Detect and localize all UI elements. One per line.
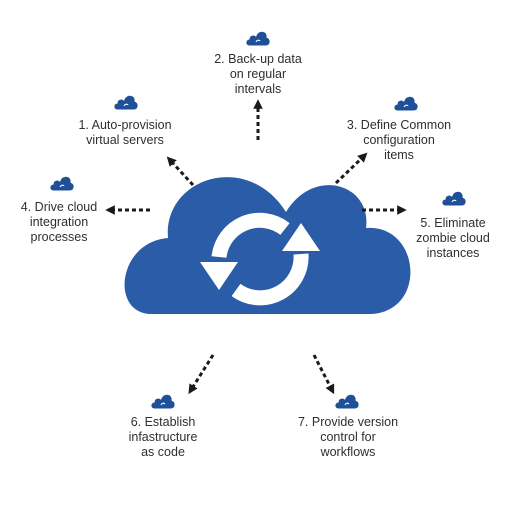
- label-3-line-2: configuration: [363, 133, 435, 147]
- label-6-line-1: 6. Establish: [130, 415, 196, 429]
- label-3-line-3: items: [384, 148, 414, 162]
- label-7-line-3: workflows: [320, 445, 376, 459]
- label-7-line-2: control for: [320, 430, 376, 444]
- label-1-line-1: 1. Auto-provision: [78, 118, 172, 132]
- label-5-line-1: 5. Eliminate: [420, 216, 486, 230]
- label-5-line-2: zombie cloud: [416, 231, 490, 245]
- cloud-icon-7: [335, 394, 359, 409]
- label-6: 6. Establish infastructure as code: [98, 415, 228, 460]
- label-2: 2. Back-up data on regular intervals: [193, 52, 323, 97]
- label-5: 5. Eliminate zombie cloud instances: [388, 216, 512, 261]
- label-2-line-1: 2. Back-up data: [214, 52, 302, 66]
- label-1: 1. Auto-provision virtual servers: [60, 118, 190, 148]
- arrow-1: [166, 156, 195, 187]
- label-5-line-3: instances: [426, 246, 480, 260]
- cloud-icon-3: [394, 96, 418, 111]
- main-cloud-shape: [124, 177, 411, 314]
- cloud-icon-4: [50, 176, 74, 191]
- cloud-icon-2: [246, 31, 270, 46]
- cloud-icon-6: [151, 394, 175, 409]
- label-4-line-2: integration: [29, 215, 89, 229]
- label-4-line-3: processes: [30, 230, 88, 244]
- label-7-line-1: 7. Provide version: [297, 415, 399, 429]
- label-6-line-3: as code: [141, 445, 185, 459]
- label-2-line-2: on regular: [229, 67, 287, 81]
- label-4: 4. Drive cloud integration processes: [0, 200, 124, 245]
- label-3: 3. Define Common configuration items: [334, 118, 464, 163]
- arrow-7: [312, 354, 335, 395]
- label-6-line-2: infastructure: [128, 430, 198, 444]
- label-3-line-1: 3. Define Common: [346, 118, 452, 132]
- label-1-line-2: virtual servers: [86, 133, 164, 147]
- cloud-icon-5: [442, 191, 466, 206]
- label-7: 7. Provide version control for workflows: [283, 415, 413, 460]
- sync-refresh-icon: [200, 212, 320, 306]
- cloud-icon-1: [114, 95, 138, 110]
- label-2-line-3: intervals: [234, 82, 282, 96]
- arrow-6: [188, 354, 215, 395]
- label-4-line-1: 4. Drive cloud: [20, 200, 98, 214]
